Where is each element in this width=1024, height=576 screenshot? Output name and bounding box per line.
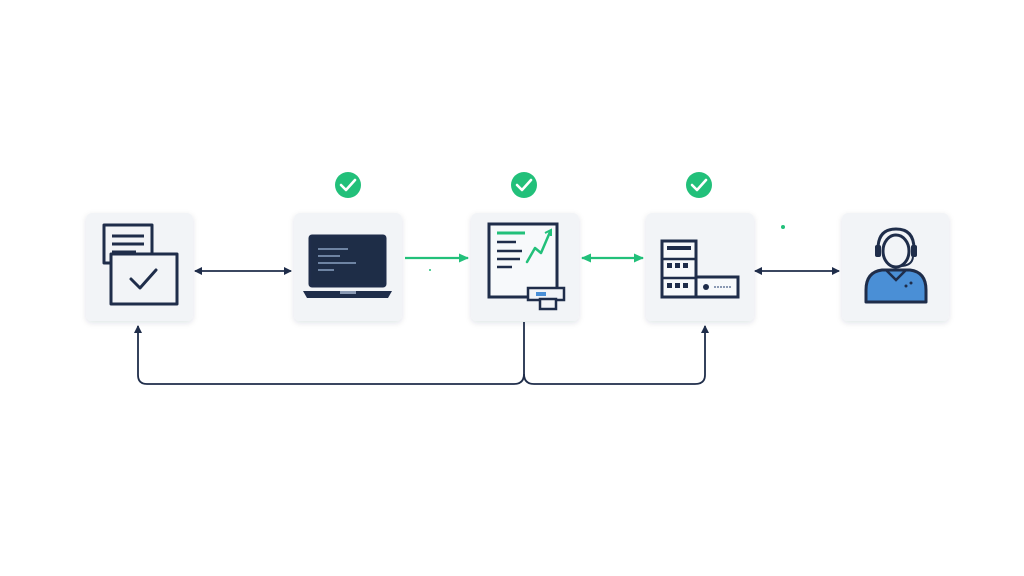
server-rack-icon bbox=[660, 239, 740, 299]
document-approval-icon bbox=[102, 223, 179, 306]
check-badge-report bbox=[511, 172, 537, 198]
decorative-dot bbox=[781, 225, 785, 229]
laptop-code-icon bbox=[303, 234, 392, 298]
support-agent-icon bbox=[864, 227, 928, 304]
feedback-loop-connector bbox=[134, 322, 709, 385]
report-chart-icon bbox=[487, 222, 566, 311]
check-badge-laptop bbox=[335, 172, 361, 198]
decorative-dot bbox=[429, 269, 431, 271]
check-badge-server bbox=[686, 172, 712, 198]
